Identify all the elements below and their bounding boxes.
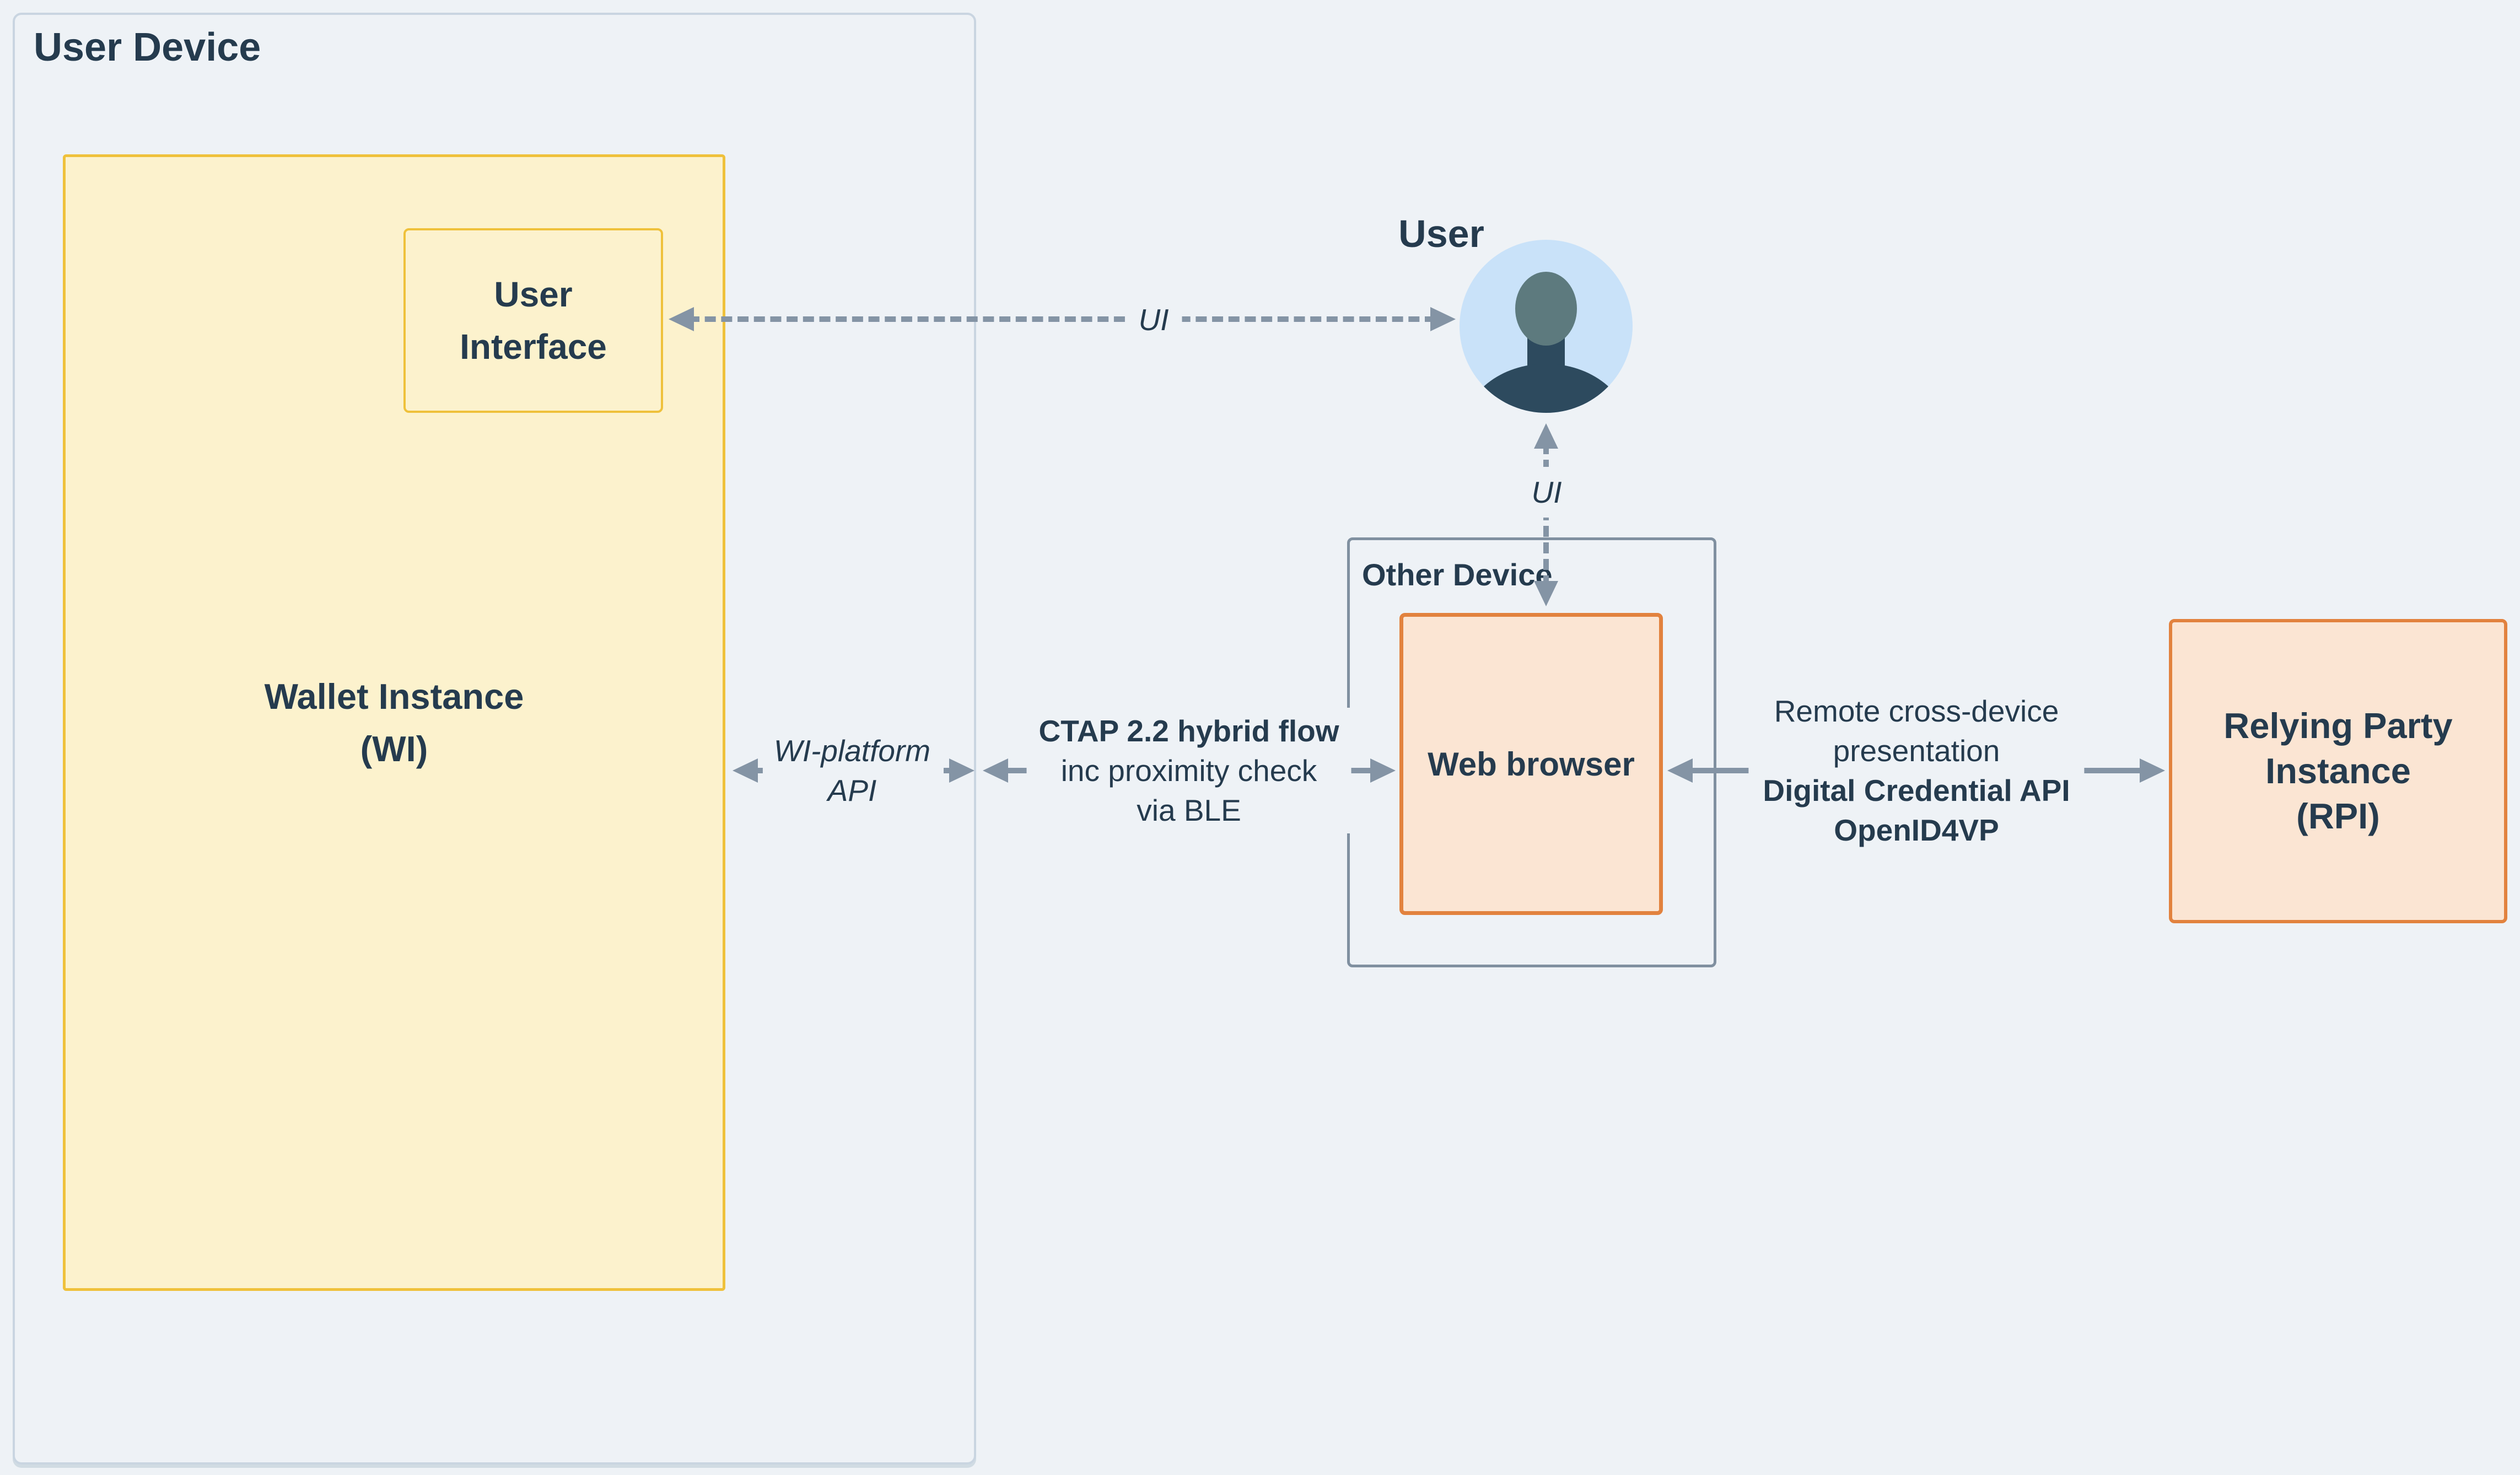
rpi-label-line2: Instance — [2265, 751, 2411, 791]
rpi-label-line1: Relying Party — [2223, 706, 2453, 746]
wi-platform-api-label-line2: API — [827, 773, 877, 808]
arrowhead-down-icon — [1534, 581, 1558, 606]
remote-presentation-label-line3: Digital Credential API — [1763, 773, 2070, 808]
remote-presentation-label-line2: presentation — [1833, 734, 2000, 768]
wallet-instance-label-line2: (WI) — [360, 729, 428, 769]
ui-arrow-horizontal-label: UI — [1125, 300, 1182, 340]
arrowhead-right-icon — [1430, 307, 1456, 331]
ui-arrow-horizontal — [669, 307, 1456, 331]
relying-party-instance-box: Relying Party Instance (RPI) — [2169, 619, 2507, 923]
user-device-title: User Device — [34, 25, 261, 69]
arrowhead-left-icon — [983, 758, 1008, 783]
rpi-label-line3: (RPI) — [2296, 796, 2380, 836]
user-interface-label-line2: Interface — [460, 326, 607, 367]
arrowhead-right-icon — [1370, 758, 1396, 783]
arrowhead-up-icon — [1534, 423, 1558, 449]
remote-presentation-label-line1: Remote cross-device — [1774, 694, 2059, 728]
ctap-label: CTAP 2.2 hybrid flow inc proximity check… — [1026, 708, 1351, 833]
arrowhead-right-icon — [2140, 758, 2165, 783]
user-interface-box: User Interface — [403, 228, 663, 413]
wi-platform-api-label: WI-platform API — [762, 729, 942, 812]
other-device-title: Other Device — [1362, 557, 1553, 592]
arrowhead-right-icon — [949, 758, 974, 783]
ui-arrow-horizontal-line — [688, 316, 1436, 322]
arrowhead-left-icon — [669, 307, 694, 331]
web-browser-label: Web browser — [1428, 745, 1635, 783]
wallet-instance-label-line1: Wallet Instance — [264, 676, 524, 717]
remote-presentation-label-line4: OpenID4VP — [1834, 813, 1999, 847]
user-interface-label-line1: User — [494, 274, 573, 314]
ctap-label-line1: CTAP 2.2 hybrid flow — [1038, 714, 1339, 748]
web-browser-box: Web browser — [1399, 613, 1663, 915]
user-device-box: User Device — [13, 13, 976, 1465]
remote-presentation-label: Remote cross-device presentation Digital… — [1748, 688, 2085, 853]
ctap-label-line3: via BLE — [1137, 793, 1241, 827]
ctap-label-line2: inc proximity check — [1060, 753, 1317, 788]
wi-platform-api-label-line1: WI-platform — [773, 734, 931, 768]
arrowhead-left-icon — [1667, 758, 1693, 783]
user-avatar-icon — [1460, 240, 1633, 413]
arrowhead-left-icon — [733, 758, 758, 783]
user-title: User — [1398, 212, 1484, 255]
ui-arrow-vertical-label: UI — [1526, 467, 1568, 518]
